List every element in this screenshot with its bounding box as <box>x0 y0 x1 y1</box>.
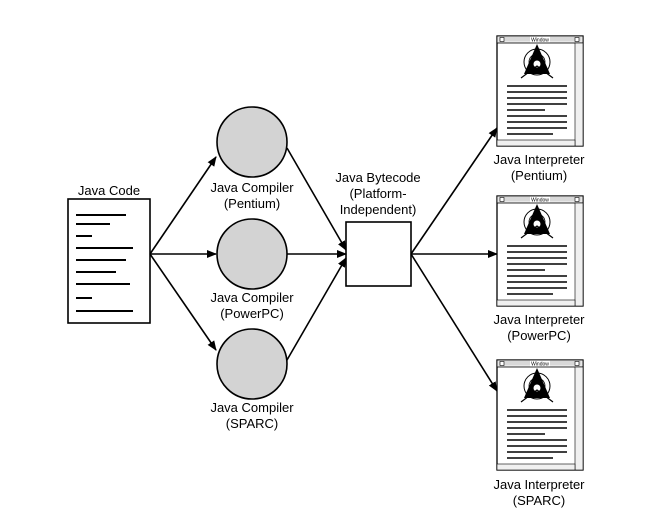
interpreter-powerpc-label-line1: Java Interpreter <box>493 312 585 327</box>
interpreter-sparc-label-line1: Java Interpreter <box>493 477 585 492</box>
interpreter-pentium-label-line1: Java Interpreter <box>493 152 585 167</box>
bytecode-to-interpreter-arrows <box>410 127 498 392</box>
bytecode-label: Java Bytecode (Platform- Independent) <box>318 170 438 218</box>
interpreter-sparc-label-line2: (SPARC) <box>512 493 566 508</box>
interpreter-window-sparc: Window <box>496 359 584 471</box>
compiler-powerpc-label: Java Compiler (PowerPC) <box>192 290 312 322</box>
window-title: Window <box>531 362 549 368</box>
java-code-document <box>67 198 151 324</box>
interpreter-pentium-label: Java Interpreter (Pentium) <box>479 152 599 184</box>
compiler-pentium-label-line2: (Pentium) <box>223 196 281 211</box>
interpreter-sparc-label: Java Interpreter (SPARC) <box>479 477 599 509</box>
java-code-label: Java Code <box>77 183 141 198</box>
compiler-sparc-label: Java Compiler (SPARC) <box>192 400 312 432</box>
compiler-pentium-label-line1: Java Compiler <box>210 180 294 195</box>
compiler-powerpc-label-line2: (PowerPC) <box>220 306 284 321</box>
window-title: Window <box>531 198 549 204</box>
compiler-powerpc-node <box>216 218 288 290</box>
window-title: Window <box>531 38 549 44</box>
compiler-sparc-node <box>216 328 288 400</box>
compiler-powerpc-label-line1: Java Compiler <box>210 290 294 305</box>
compiler-pentium-node <box>216 106 288 178</box>
interpreter-window-pentium: Window <box>496 35 584 147</box>
interpreter-powerpc-label-line2: (PowerPC) <box>507 328 571 343</box>
bytecode-label-line2: (Platform- <box>349 186 407 201</box>
bytecode-label-line1: Java Bytecode <box>335 170 421 185</box>
bytecode-box <box>345 221 412 287</box>
interpreter-window-powerpc: Window <box>496 195 584 307</box>
compiler-sparc-label-line1: Java Compiler <box>210 400 294 415</box>
compiler-sparc-label-line2: (SPARC) <box>225 416 279 431</box>
bytecode-label-line3: Independent) <box>339 202 417 217</box>
code-to-compiler-arrows <box>149 156 217 351</box>
compiler-to-bytecode-arrows <box>286 147 347 361</box>
interpreter-pentium-label-line2: (Pentium) <box>510 168 568 183</box>
interpreter-powerpc-label: Java Interpreter (PowerPC) <box>479 312 599 344</box>
compiler-pentium-label: Java Compiler (Pentium) <box>192 180 312 212</box>
